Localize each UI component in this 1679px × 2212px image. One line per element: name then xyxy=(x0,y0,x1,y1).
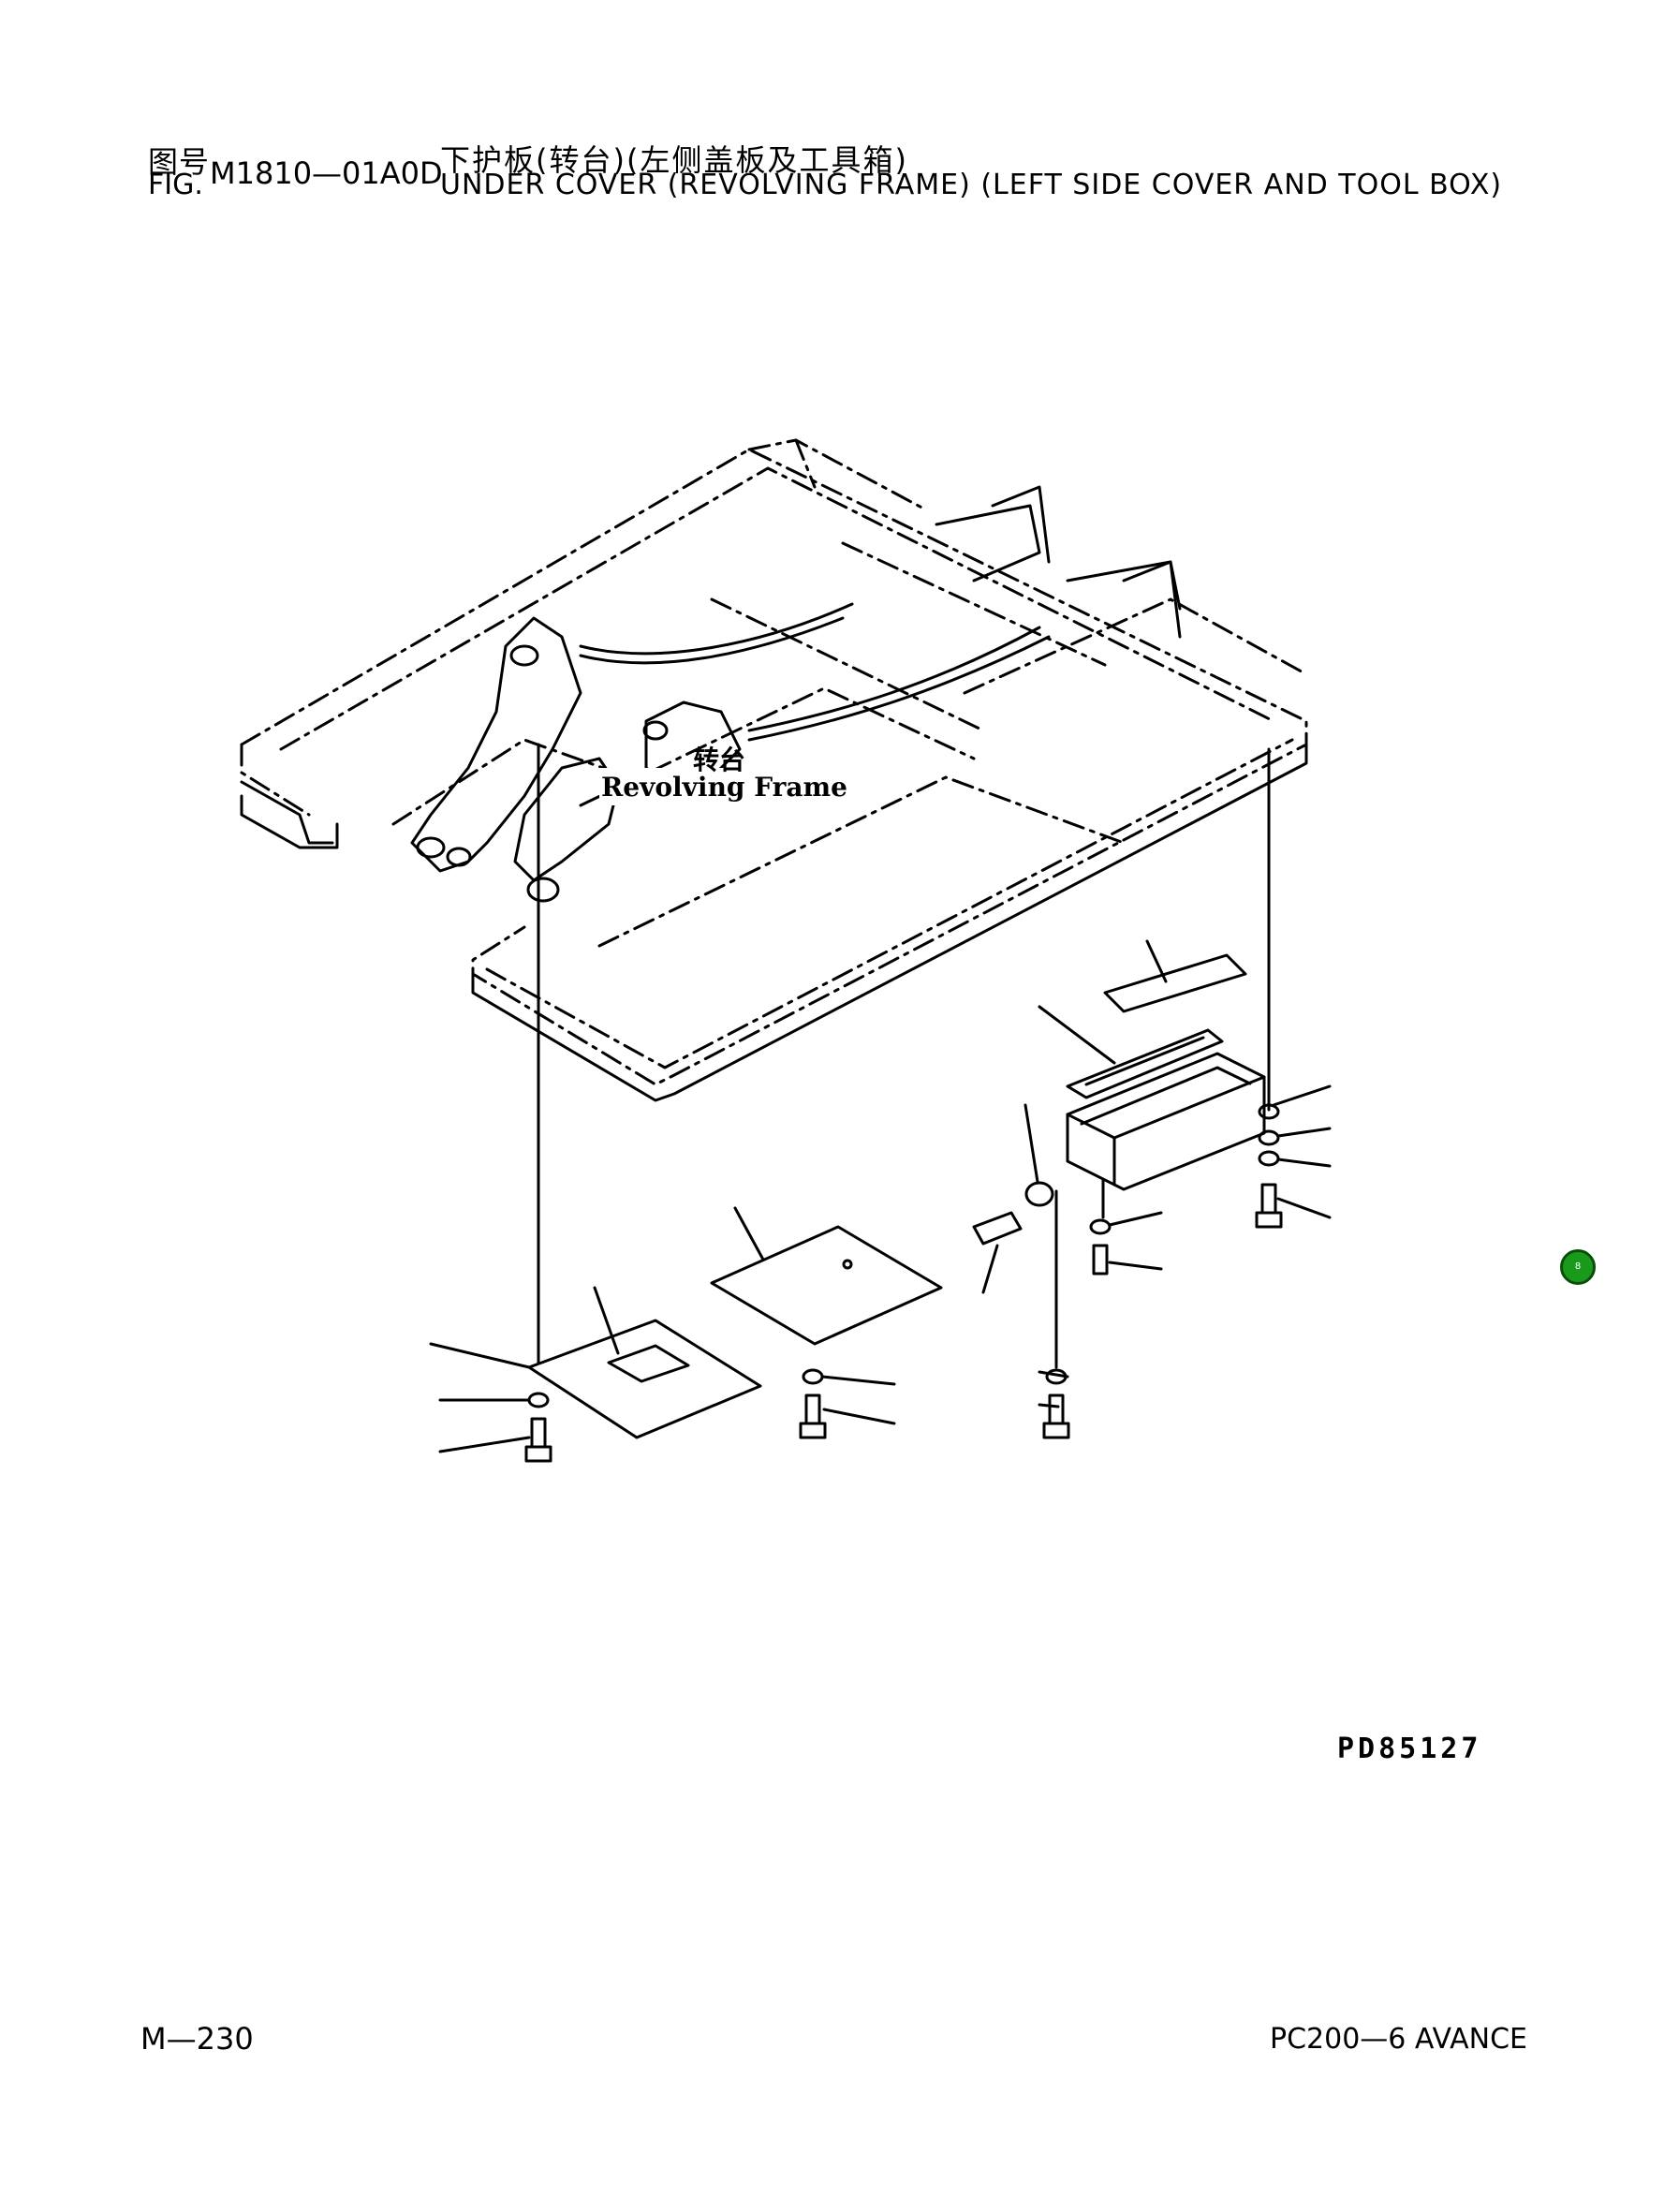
cover-plate-upper xyxy=(710,1206,943,1346)
figure-code: M1810—01A0D xyxy=(210,155,443,191)
figure-label-en: FIG. xyxy=(148,169,203,201)
tool-box-lid xyxy=(1103,939,1247,1013)
model-name: PC200—6 AVANCE xyxy=(1270,2023,1527,2056)
drawing-number: PD85127 xyxy=(1337,1733,1482,1765)
tool-box-gasket xyxy=(1038,1005,1224,1099)
title-en: UNDER COVER (REVOLVING FRAME) (LEFT SIDE… xyxy=(440,169,1503,201)
frame-label-en: Revolving Frame xyxy=(601,772,847,803)
revolving-frame-detail xyxy=(240,485,1308,1102)
callout-marker[interactable]: 8 xyxy=(1560,1249,1596,1285)
cover-plate-lower xyxy=(527,743,762,1439)
hardware-mid xyxy=(972,1103,1163,1439)
revolving-frame-outline xyxy=(240,438,1308,1086)
page-number: M—230 xyxy=(140,2021,254,2057)
hardware-left xyxy=(429,1342,896,1463)
title-cn: 下护板(转台)(左侧盖板及工具箱) xyxy=(440,142,908,178)
figure-label-cn: 图号 xyxy=(148,144,211,180)
boom-bracket xyxy=(410,602,1051,903)
frame-label-cn: 转台 xyxy=(693,745,746,775)
hardware-right xyxy=(1255,747,1332,1229)
